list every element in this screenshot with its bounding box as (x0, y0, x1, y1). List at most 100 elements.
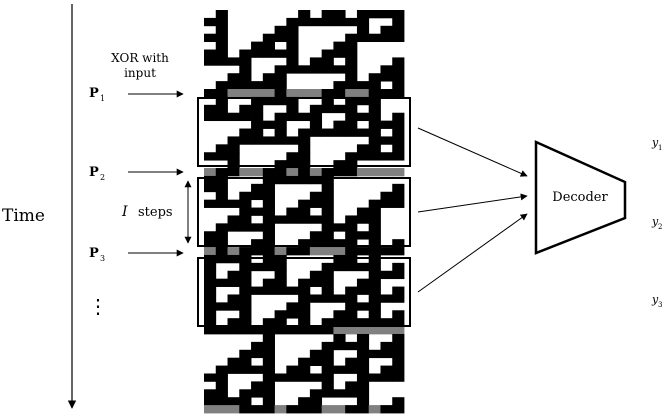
automaton-cell (298, 199, 311, 208)
input-cell (333, 89, 346, 98)
automaton-cell (380, 294, 393, 303)
automaton-cell (262, 41, 275, 50)
automaton-cell (356, 341, 370, 351)
automaton-cell (321, 96, 334, 106)
automaton-cell (356, 10, 370, 19)
automaton-cell (345, 365, 358, 374)
automaton-cell (298, 357, 311, 366)
automaton-cell (333, 365, 346, 374)
input-cell (262, 247, 275, 256)
automaton-cell (333, 104, 346, 114)
automaton-cell (227, 270, 240, 280)
automaton-cell (298, 215, 311, 224)
automaton-cell (251, 81, 264, 90)
input-cell (227, 168, 240, 177)
automaton-cell (356, 144, 370, 153)
automaton-cell (227, 302, 240, 311)
automaton-cell (368, 270, 381, 280)
input-cell (227, 247, 240, 256)
automaton-cell (345, 96, 358, 106)
automaton-cell (262, 318, 275, 327)
automaton-cell (286, 175, 299, 185)
automaton-cell (227, 136, 240, 145)
automaton-cell (392, 120, 405, 129)
automaton-cell (309, 57, 323, 66)
automaton-cell (286, 49, 299, 58)
automaton-cell (251, 112, 264, 122)
automaton-cell (204, 302, 217, 311)
input-cell (333, 405, 346, 414)
automaton-cell (368, 254, 381, 264)
automaton-cell (368, 120, 381, 129)
automaton-cell (321, 286, 334, 295)
input-cell (286, 168, 299, 177)
cellular-automaton-grid (204, 10, 405, 414)
automaton-cell (274, 73, 287, 82)
automaton-cell (227, 73, 240, 82)
automaton-cell (368, 349, 381, 359)
xor-note-line1: XOR with (111, 51, 169, 65)
automaton-cell (380, 373, 393, 382)
automaton-cell (392, 152, 405, 161)
automaton-cell (321, 207, 334, 216)
automaton-cell (251, 183, 264, 193)
automaton-cell (239, 112, 252, 122)
automaton-cell (368, 128, 381, 137)
input-cell (204, 247, 217, 256)
automaton-cell (274, 112, 287, 122)
automaton-cell (204, 183, 217, 193)
automaton-cell (298, 286, 311, 295)
decoder-label: Decoder (552, 190, 608, 205)
automaton-cell (309, 120, 323, 129)
automaton-cell (286, 152, 299, 161)
automaton-cell (239, 310, 252, 319)
automaton-cell (204, 112, 217, 122)
input-cell (286, 89, 299, 98)
automaton-cell (215, 302, 228, 311)
automaton-cell (239, 215, 252, 224)
automaton-cell (309, 294, 323, 303)
automaton-cell (392, 333, 405, 343)
automaton-cell (251, 191, 264, 201)
automaton-cell (321, 357, 334, 366)
input-cell (239, 247, 252, 256)
automaton-cell (298, 65, 311, 74)
input-cell (274, 405, 287, 414)
automaton-cell (286, 310, 299, 319)
automaton-cell (345, 128, 358, 137)
automaton-cell (392, 199, 405, 208)
input-cell (204, 405, 217, 414)
automaton-cell (262, 262, 275, 272)
automaton-cell (356, 381, 370, 390)
input-cell (239, 405, 252, 414)
automaton-cell (368, 81, 381, 90)
input-cell (274, 247, 287, 256)
output-y1-sub: 1 (658, 144, 662, 152)
automaton-cell (204, 33, 217, 43)
automaton-cell (333, 262, 346, 272)
automaton-cell (380, 318, 393, 327)
input-cell (227, 405, 240, 414)
automaton-cell (356, 397, 370, 406)
automaton-cell (380, 65, 393, 74)
automaton-cell (392, 136, 405, 145)
automaton-cell (239, 254, 252, 264)
input-cell (262, 168, 275, 177)
automaton-cell (286, 96, 299, 106)
automaton-cell (368, 144, 381, 153)
input-cell (321, 168, 334, 177)
automaton-cell (215, 199, 228, 208)
automaton-cell (392, 286, 405, 295)
input-p3-sub: 3 (100, 254, 105, 263)
automaton-cell (309, 357, 323, 366)
automaton-cell (321, 231, 334, 240)
automaton-cell (204, 278, 217, 287)
input-label-p3: P 3 (89, 246, 105, 263)
automaton-cell (345, 65, 358, 74)
input-cell (262, 326, 275, 335)
automaton-cell (356, 81, 370, 90)
automaton-cell (215, 183, 228, 193)
automaton-cell (239, 81, 252, 90)
automaton-cell (251, 41, 264, 50)
